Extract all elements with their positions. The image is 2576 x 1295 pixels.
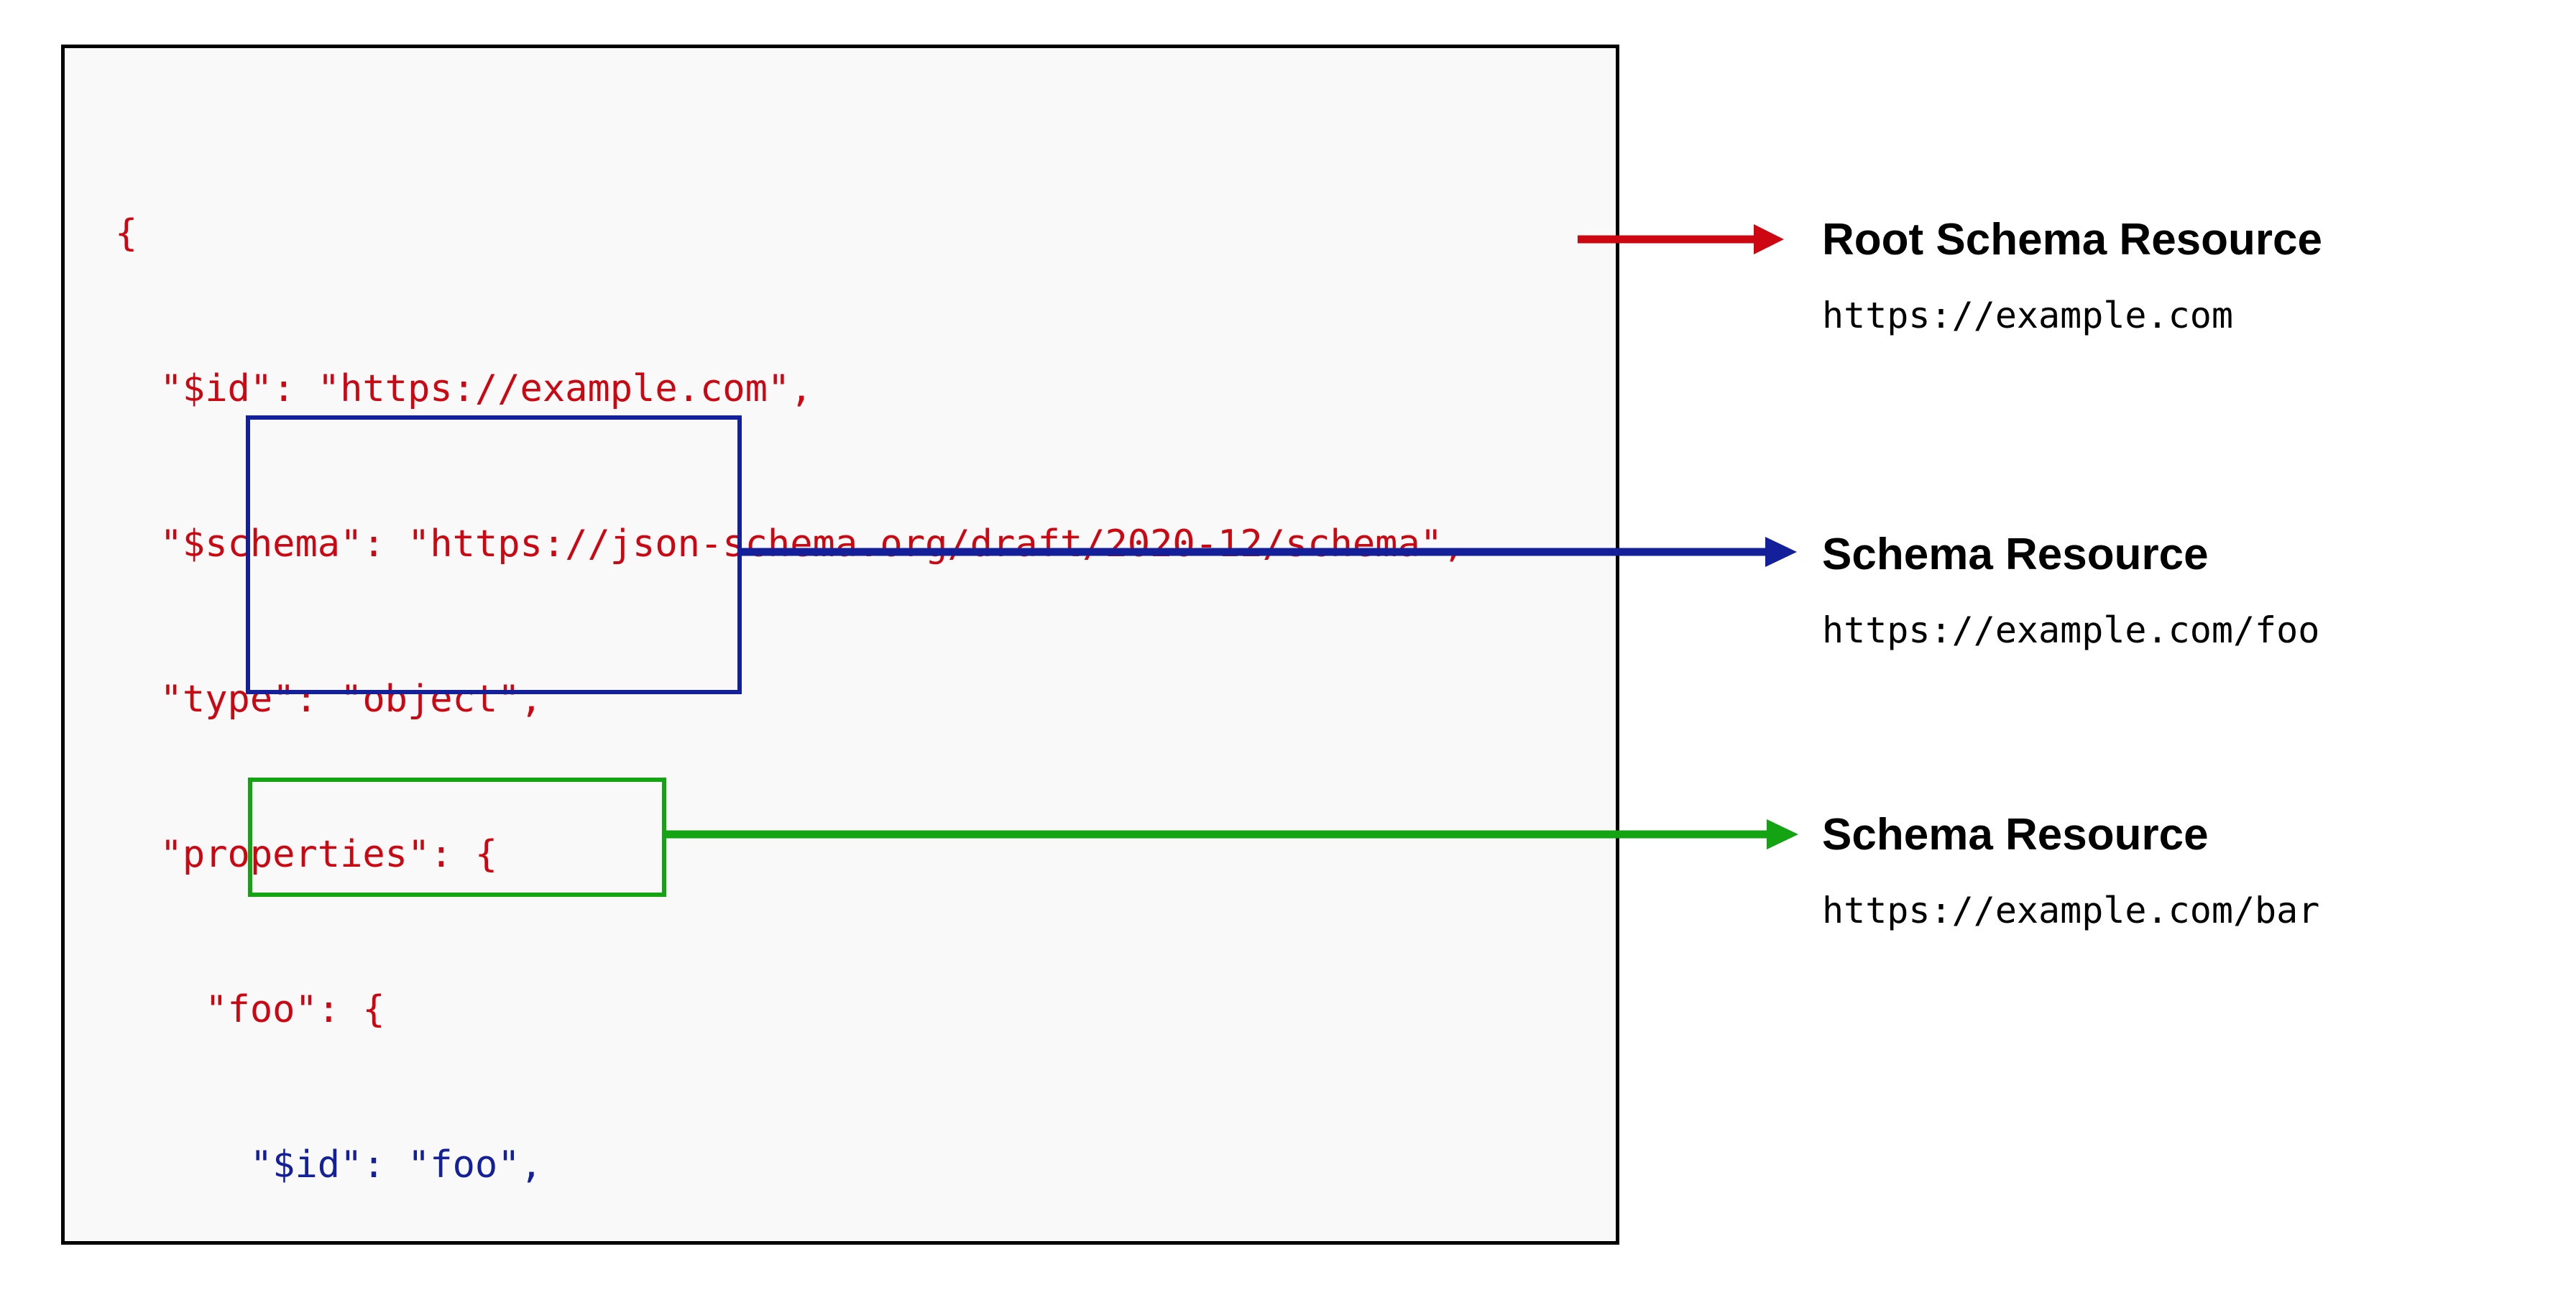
annotation-title: Schema Resource <box>1822 810 2209 860</box>
code-line: "$id": "foo", <box>115 1143 543 1186</box>
json-schema-code: { "$id": "https://example.com", "$schema… <box>115 104 1465 1295</box>
annotation-foo-schema: Schema Resource https://example.com/foo <box>1822 530 2319 650</box>
code-line: "type": "object", <box>115 678 543 721</box>
code-line: { <box>115 212 138 255</box>
annotation-title: Root Schema Resource <box>1822 215 2322 264</box>
code-line: "$id": "https://example.com", <box>115 367 813 410</box>
code-line: "foo": { <box>115 988 385 1031</box>
root-schema-arrow <box>1578 224 1784 254</box>
annotation-title: Schema Resource <box>1822 530 2209 579</box>
annotation-bar-schema: Schema Resource https://example.com/bar <box>1822 810 2320 932</box>
code-line: "properties": { <box>115 833 498 876</box>
annotation-root-schema: Root Schema Resource https://example.com <box>1822 215 2322 337</box>
annotation-url: https://example.com <box>1822 295 2233 337</box>
foo-schema-arrow <box>739 537 1797 567</box>
annotation-url: https://example.com/bar <box>1822 890 2320 932</box>
code-panel: { "$id": "https://example.com", "$schema… <box>61 45 1619 1245</box>
code-line: "$schema": "https://json-schema.org/draf… <box>115 522 1466 566</box>
annotation-url: https://example.com/foo <box>1822 609 2320 652</box>
bar-schema-arrow <box>663 819 1798 849</box>
